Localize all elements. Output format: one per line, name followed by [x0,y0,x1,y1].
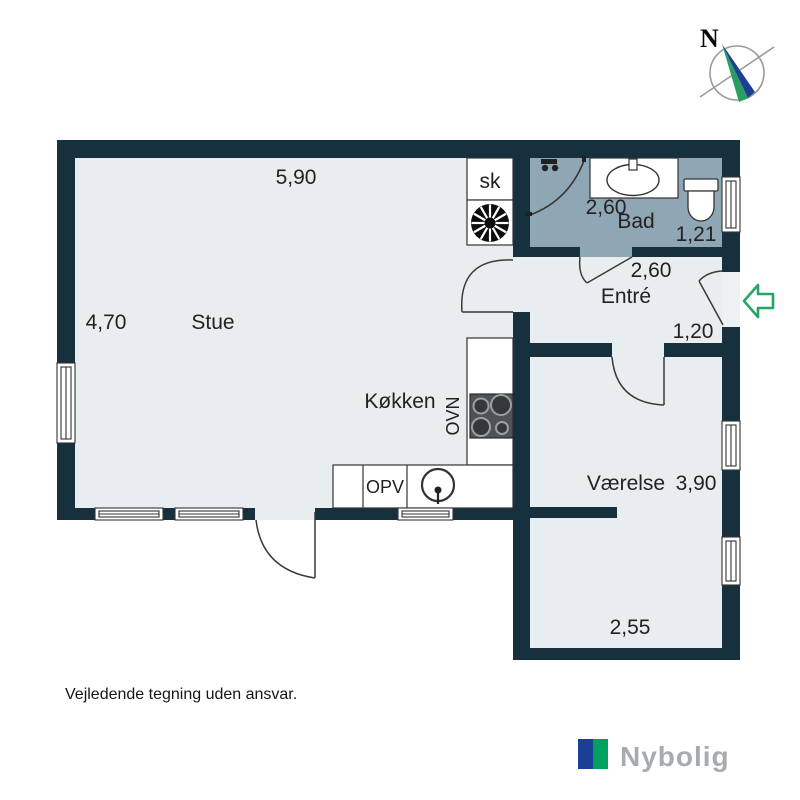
bad-label: Bad [617,210,654,233]
windows [56,176,741,586]
compass-circle-icon [709,45,765,101]
window [56,362,76,444]
kitchen-sink-icon [420,467,456,504]
shower-icon [525,155,586,216]
kokken-label: Køkken [364,390,435,413]
vaerelse-width-dim: 2,55 [610,616,651,639]
front-door-opening [722,272,740,327]
vaerelse-depth-dim: 3,90 [676,472,717,495]
door-bad-entre [578,256,633,284]
window [174,507,244,521]
logo-blue-square-icon [578,739,593,769]
room-vaerelse-floor [530,357,722,648]
closet-sk-label: sk [480,170,502,193]
entre-depth-dim: 1,20 [673,320,714,343]
closet-sk-box [466,157,514,201]
entre-vaerelse-opening [612,343,664,357]
vaerelse-label: Værelse [587,472,665,495]
logo-green-square-icon [593,739,608,769]
disclaimer-text: Vejledende tegning uden ansvar. [65,686,297,703]
stue-label: Stue [191,311,234,334]
entre-label: Entré [601,285,651,308]
kitchen-counters [332,337,514,509]
oven-label: OVN [443,396,463,435]
window [397,507,454,521]
room-entre-floor [530,257,722,343]
bad-door-opening [580,247,632,257]
window [721,420,741,471]
brand-name: Nybolig [620,741,730,772]
compass: N [699,24,775,102]
compass-north-label: N [700,24,719,53]
toilet-icon [683,178,719,222]
front-door [698,270,724,326]
doors [255,256,724,579]
door-stue-entre [461,259,514,313]
bad-depth-dim: 1,21 [676,223,717,246]
stue-garden-door-opening [255,508,315,520]
entre-width-dim: 2,60 [631,259,672,282]
compass-needle-blue-icon [722,44,755,98]
bathroom-fixtures [525,155,719,222]
stove-icon [469,393,514,439]
room-stue-kokken-floor [75,158,513,508]
labels: 5,90 4,70 Stue sk 2,60 Bad 1,21 2,60 Ent… [86,166,717,639]
nybolig-logo: Nybolig [578,739,730,772]
window [94,507,164,521]
door-entre-vaerelse [611,356,665,406]
door-stue-garden [255,512,316,579]
bad-width-dim: 2,60 [586,196,627,219]
entrance-arrow-icon [742,283,775,319]
vanity-sink-icon [589,157,679,199]
window [721,176,741,233]
dishwasher-label: OPV [366,477,404,497]
stue-width-dim: 5,90 [276,166,317,189]
vaerelse-partition-wall [530,507,617,518]
window [721,536,741,586]
stue-entre-opening [513,257,530,312]
stue-depth-dim: 4,70 [86,311,127,334]
compass-needle-green-icon [722,44,748,102]
fan-icon [471,204,509,242]
